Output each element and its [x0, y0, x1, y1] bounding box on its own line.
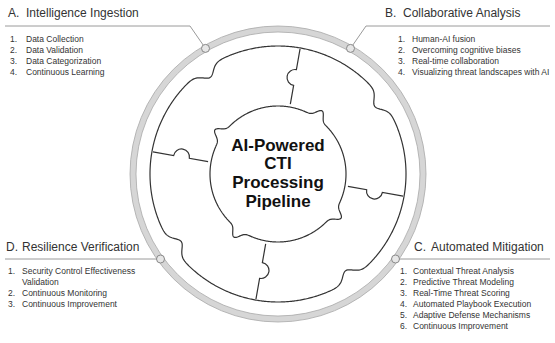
list-number: 1. — [8, 266, 15, 277]
leader-dot — [157, 255, 165, 263]
puzzle-divider — [256, 244, 269, 299]
list-number: 2. — [8, 288, 15, 299]
list-number: 3. — [400, 288, 407, 299]
puzzle-divider — [153, 149, 208, 162]
section-letter: C. — [414, 240, 426, 254]
list-item: Data Collection — [26, 34, 146, 45]
list-number: 2. — [10, 45, 17, 56]
list-item: Overcoming cognitive biases — [412, 45, 550, 56]
list-number: 5. — [400, 310, 407, 321]
outer-ring-edge — [136, 32, 420, 316]
puzzle-divider — [348, 186, 403, 199]
section-letter: A. — [8, 6, 19, 20]
section-title: Automated Mitigation — [431, 240, 544, 254]
leader-line — [396, 259, 551, 260]
list-item: Adaptive Defense Mechanisms — [413, 310, 551, 321]
outer-ring-edge — [130, 26, 426, 322]
leader-dot — [202, 44, 210, 52]
list-item: Real-Time Threat Scoring — [413, 288, 551, 299]
section-title: Resilience Verification — [22, 240, 139, 254]
section-title: Intelligence Ingestion — [26, 6, 139, 20]
list-number: 2. — [398, 45, 405, 56]
leader-dot — [347, 44, 355, 52]
list-item: Visualizing threat landscapes with AI — [412, 67, 550, 78]
list-number: 3. — [398, 56, 405, 67]
outer-ring — [133, 29, 423, 319]
list-number: 1. — [398, 34, 405, 45]
leader-line — [5, 259, 161, 260]
list-item: Continuous Improvement — [22, 299, 157, 310]
list-number: 3. — [10, 56, 17, 67]
list-item: Human-AI fusion — [412, 34, 550, 45]
puzzle-divider — [287, 49, 300, 104]
section-letter: B. — [385, 6, 396, 20]
list-number: 4. — [400, 299, 407, 310]
center-piece: AI-Powered CTI Processing Pipeline — [222, 133, 334, 216]
center-title: AI-Powered CTI Processing Pipeline — [226, 137, 330, 212]
list-item: Real-time collaboration — [412, 56, 550, 67]
section-title: Collaborative Analysis — [403, 6, 520, 20]
list-number: 4. — [10, 67, 17, 78]
list-item: Continuous Monitoring — [22, 288, 157, 299]
list-item: Security Control Effectiveness Validatio… — [22, 266, 157, 288]
list-item: Data Categorization — [26, 56, 146, 67]
list-item: Predictive Threat Modeling — [413, 277, 551, 288]
puzzle-center-piece — [210, 106, 346, 242]
puzzle-outer-edge — [150, 46, 406, 302]
list-number: 6. — [400, 321, 407, 332]
list-number: 4. — [398, 67, 405, 78]
list-item: Contextual Threat Analysis — [413, 266, 551, 277]
list-number: 2. — [400, 277, 407, 288]
list-item: Data Validation — [26, 45, 146, 56]
list-item: Continuous Improvement — [413, 321, 551, 332]
list-item: Continuous Learning — [26, 67, 146, 78]
list-number: 1. — [400, 266, 407, 277]
leader-dot — [392, 255, 400, 263]
list-item: Automated Playbook Execution — [413, 299, 551, 310]
list-number: 1. — [10, 34, 17, 45]
section-letter: D. — [6, 240, 18, 254]
list-number: 3. — [8, 299, 15, 310]
